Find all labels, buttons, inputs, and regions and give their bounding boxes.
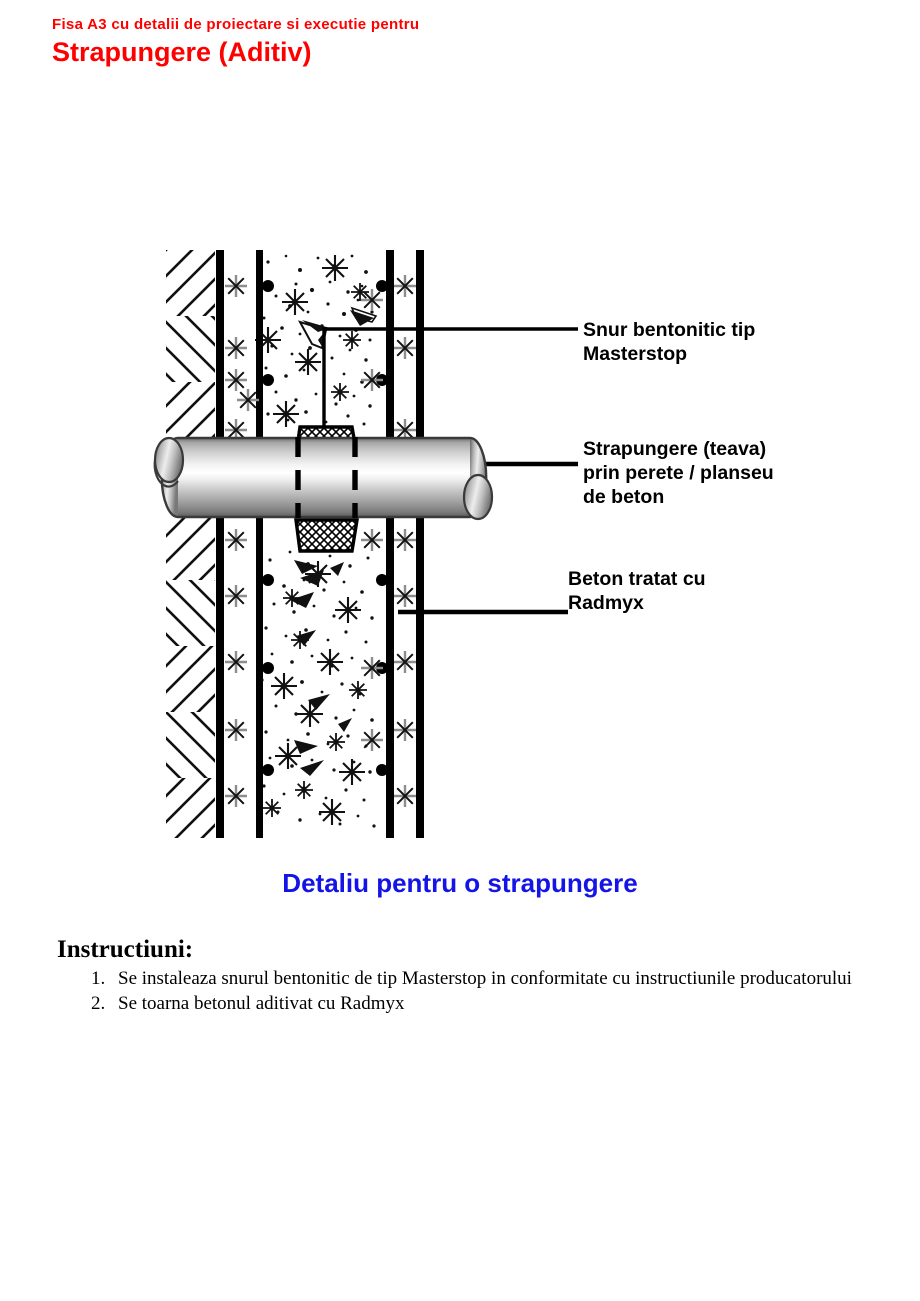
treated-concrete-fill — [252, 250, 424, 838]
instructions-section: Instructiuni: Se instaleaza snurul bento… — [0, 935, 920, 1017]
figure-caption: Detaliu pentru o strapungere — [282, 868, 638, 898]
callout-label-bentonite-cord: Snur bentonitic tip Masterstop — [583, 319, 756, 365]
list-item: Se instaleaza snurul bentonitic de tip M… — [110, 967, 920, 991]
callout-label-pipe-penetration: Strapungere (teava) prin perete / planse… — [583, 438, 774, 508]
document-subtitle: Fisa A3 cu detalii de proiectare si exec… — [52, 16, 420, 33]
instructions-list: Se instaleaza snurul bentonitic de tip M… — [0, 967, 920, 1016]
bentonite-waterstop-cord-lower — [294, 518, 359, 553]
list-item: Se toarna betonul aditivat cu Radmyx — [110, 992, 920, 1016]
leader-lines — [322, 327, 578, 615]
steel-pipe-penetration — [153, 436, 494, 521]
callout-label-treated-concrete: Beton tratat cu Radmyx — [568, 568, 706, 614]
document-title: Strapungere (Aditiv) — [52, 37, 312, 67]
soil-hatching — [166, 250, 215, 838]
document-header: Fisa A3 cu detalii de proiectare si exec… — [52, 16, 419, 68]
reinforcement-bars — [216, 250, 424, 838]
instructions-heading: Instructiuni: — [57, 936, 194, 963]
bentonite-waterstop-cord — [294, 425, 360, 457]
